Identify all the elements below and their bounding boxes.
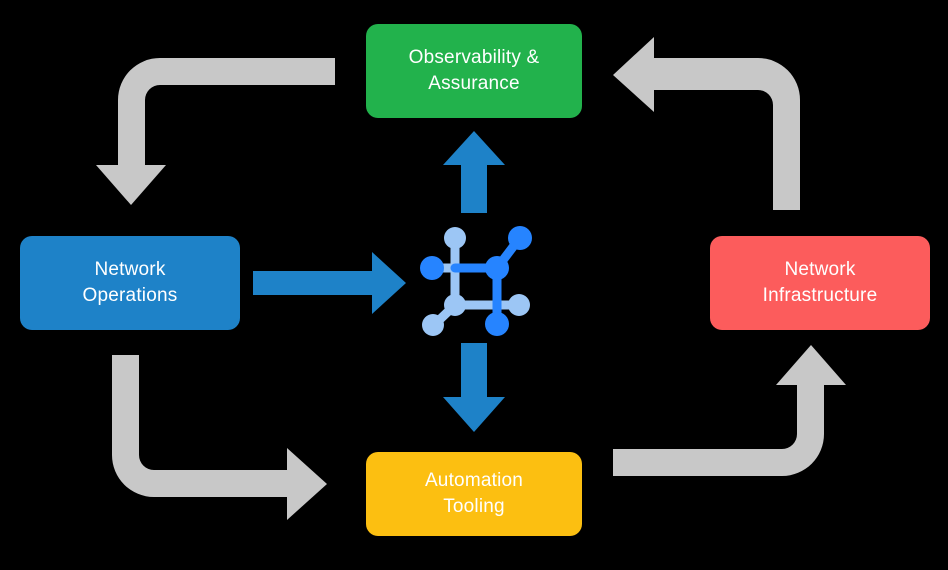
node-box-network-infrastructure[interactable]: Network Infrastructure: [710, 236, 930, 330]
icon-node-bottom-right-light: [508, 294, 530, 316]
arrow-automation-to-infrastructure: [613, 345, 846, 476]
arrow-observability-to-operations: [96, 58, 335, 205]
arrow-operations-to-center: [253, 252, 406, 314]
icon-node-left: [420, 256, 444, 280]
arrow-center-to-observability: [443, 131, 505, 213]
icon-node-center: [485, 256, 509, 280]
arrow-operations-to-automation: [112, 355, 327, 520]
arrow-infrastructure-to-observability: [613, 37, 800, 210]
node-label-network-operations: Network Operations: [82, 258, 178, 306]
icon-node-top-left: [444, 227, 466, 249]
arrow-center-to-automation: [443, 343, 505, 432]
icon-node-top-right: [508, 226, 532, 250]
node-label-network-infrastructure: Network Infrastructure: [762, 258, 878, 306]
node-label-observability: Observability & Assurance: [408, 46, 540, 94]
node-label-automation-tooling: Automation Tooling: [424, 469, 524, 517]
node-box-automation-tooling[interactable]: Automation Tooling: [366, 452, 582, 536]
icon-node-bottom: [485, 312, 509, 336]
node-box-network-operations[interactable]: Network Operations: [20, 236, 240, 330]
node-box-observability[interactable]: Observability & Assurance: [366, 24, 582, 118]
network-topology-icon: [420, 226, 532, 336]
icon-node-bottom-left: [422, 314, 444, 336]
icon-node-mid-left: [444, 294, 466, 316]
